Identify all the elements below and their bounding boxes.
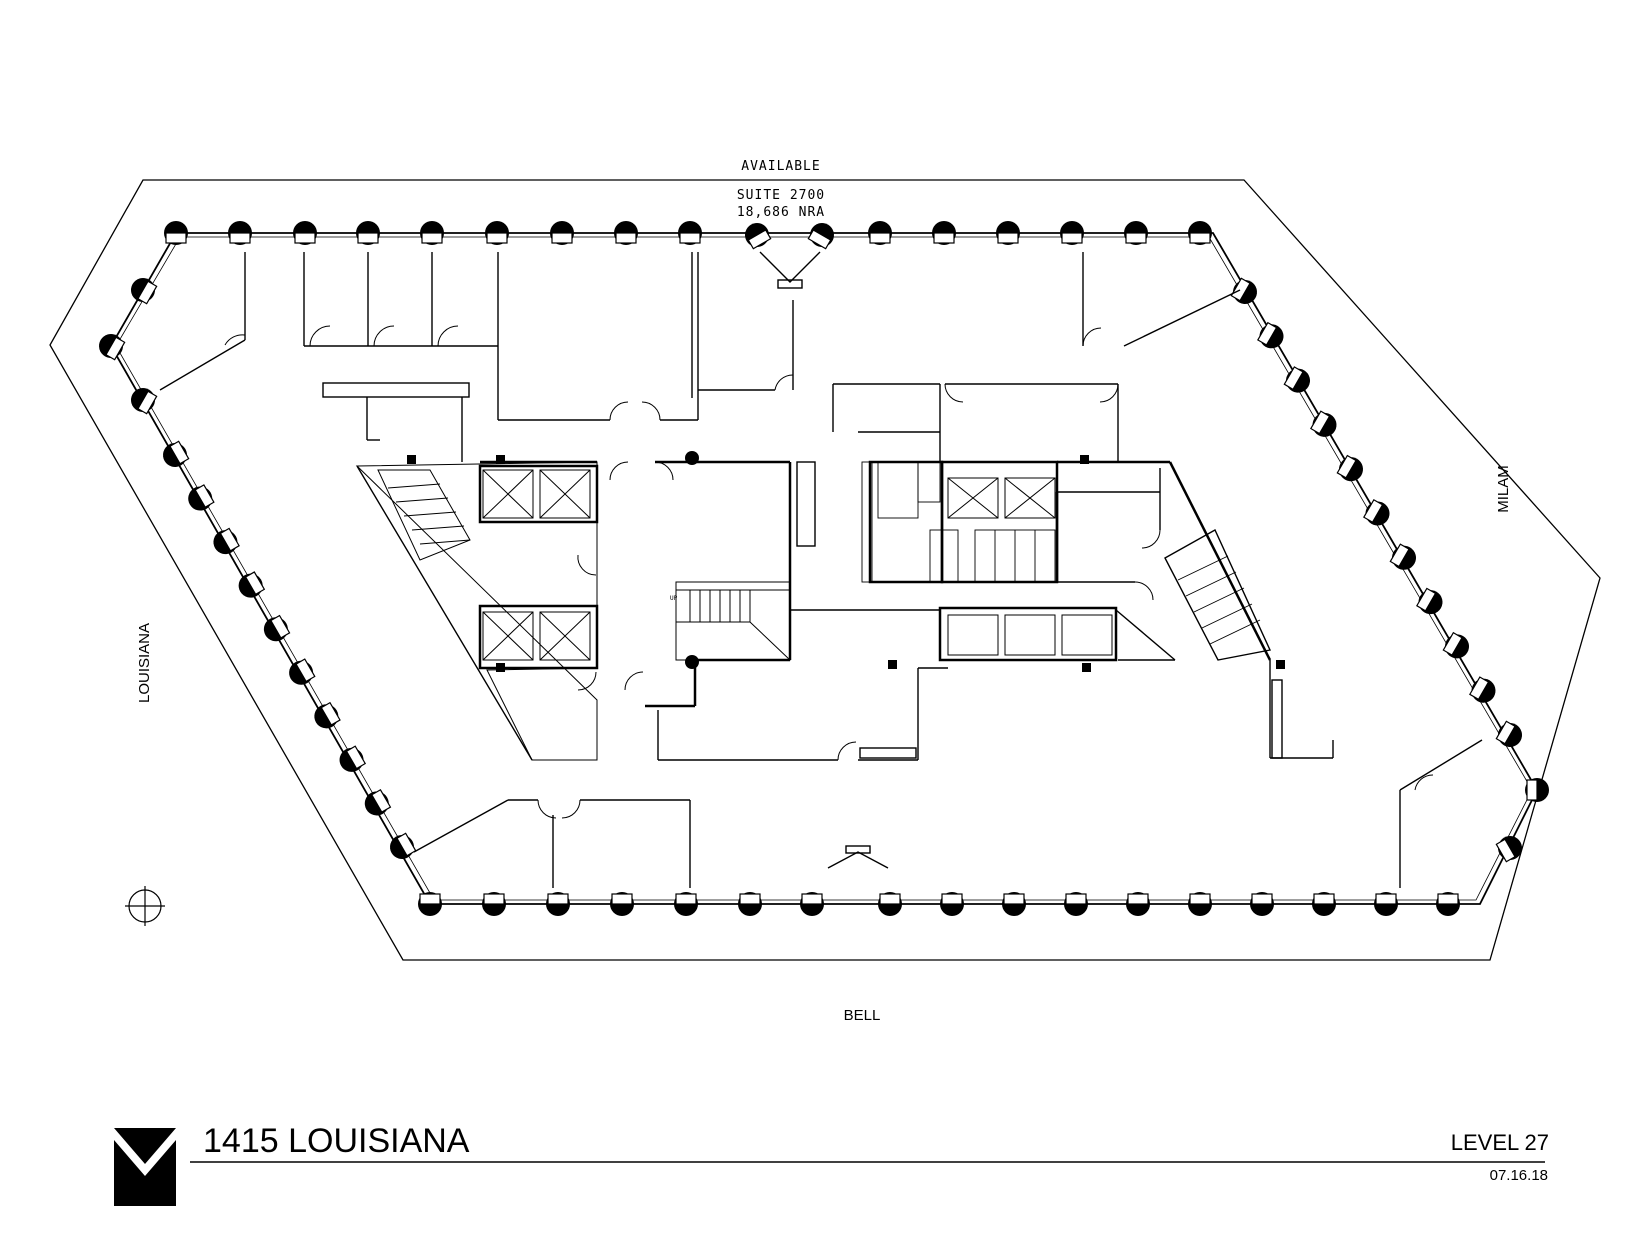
column	[738, 892, 762, 916]
column	[339, 745, 367, 772]
column	[1469, 676, 1496, 703]
stair-up-label: UP	[670, 595, 678, 602]
column	[228, 221, 252, 245]
column	[1374, 892, 1398, 916]
column	[1230, 277, 1257, 304]
suite-area: 18,686 NRA	[737, 205, 825, 220]
column	[1064, 892, 1088, 916]
column	[1310, 410, 1337, 437]
column	[1257, 321, 1284, 349]
column	[1312, 892, 1336, 916]
column	[164, 221, 188, 245]
column	[940, 892, 964, 916]
column	[485, 221, 509, 245]
column	[263, 614, 291, 642]
column	[800, 892, 824, 916]
column	[546, 892, 570, 916]
curtain-wall-inner	[115, 236, 1533, 901]
column	[807, 223, 834, 250]
column	[289, 658, 316, 685]
column	[131, 278, 158, 305]
column	[420, 221, 444, 245]
column	[1188, 892, 1212, 916]
column	[293, 221, 317, 245]
column	[996, 221, 1020, 245]
column	[238, 571, 266, 598]
door-swings	[224, 325, 1434, 819]
column	[1495, 836, 1522, 863]
column	[868, 221, 892, 245]
column	[678, 221, 702, 245]
column	[482, 892, 506, 916]
column	[1283, 366, 1310, 393]
column	[674, 892, 698, 916]
elevator-cars	[482, 469, 1113, 661]
column	[1060, 221, 1084, 245]
column	[610, 892, 634, 916]
street-east-label: MILAM	[1495, 465, 1512, 513]
column	[1416, 587, 1443, 615]
column	[1124, 221, 1148, 245]
site-boundary	[49, 179, 1601, 961]
column	[932, 221, 956, 245]
availability-label: AVAILABLE	[741, 159, 820, 174]
column	[188, 484, 215, 511]
column	[1442, 631, 1469, 659]
column	[614, 221, 638, 245]
column	[1336, 454, 1363, 482]
column	[356, 221, 380, 245]
column	[390, 832, 417, 859]
curtain-wall	[109, 232, 1539, 905]
street-west-label: LOUISIANA	[136, 623, 153, 703]
column	[550, 221, 574, 245]
m-logo-icon	[114, 1128, 176, 1206]
column	[1495, 720, 1522, 747]
column	[99, 334, 126, 361]
core-columns	[407, 451, 1285, 672]
column	[1188, 221, 1212, 245]
street-south-label: BELL	[844, 1007, 881, 1024]
column	[878, 892, 902, 916]
column	[1126, 892, 1150, 916]
west-stair	[377, 469, 471, 561]
suite-number: SUITE 2700	[737, 188, 825, 203]
column	[1436, 892, 1460, 916]
column	[131, 388, 158, 415]
restroom-fixtures	[861, 461, 1056, 583]
perimeter-columns	[99, 221, 1549, 916]
column	[1525, 778, 1549, 802]
column	[1389, 543, 1416, 570]
column	[364, 788, 392, 816]
column	[1002, 892, 1026, 916]
column	[213, 527, 240, 555]
column	[745, 223, 772, 250]
interior-walls	[159, 251, 1483, 888]
column	[314, 701, 341, 729]
north-arrow-icon	[125, 886, 165, 926]
column	[1363, 499, 1390, 526]
column	[1250, 892, 1274, 916]
column	[418, 892, 442, 916]
column	[163, 440, 190, 467]
